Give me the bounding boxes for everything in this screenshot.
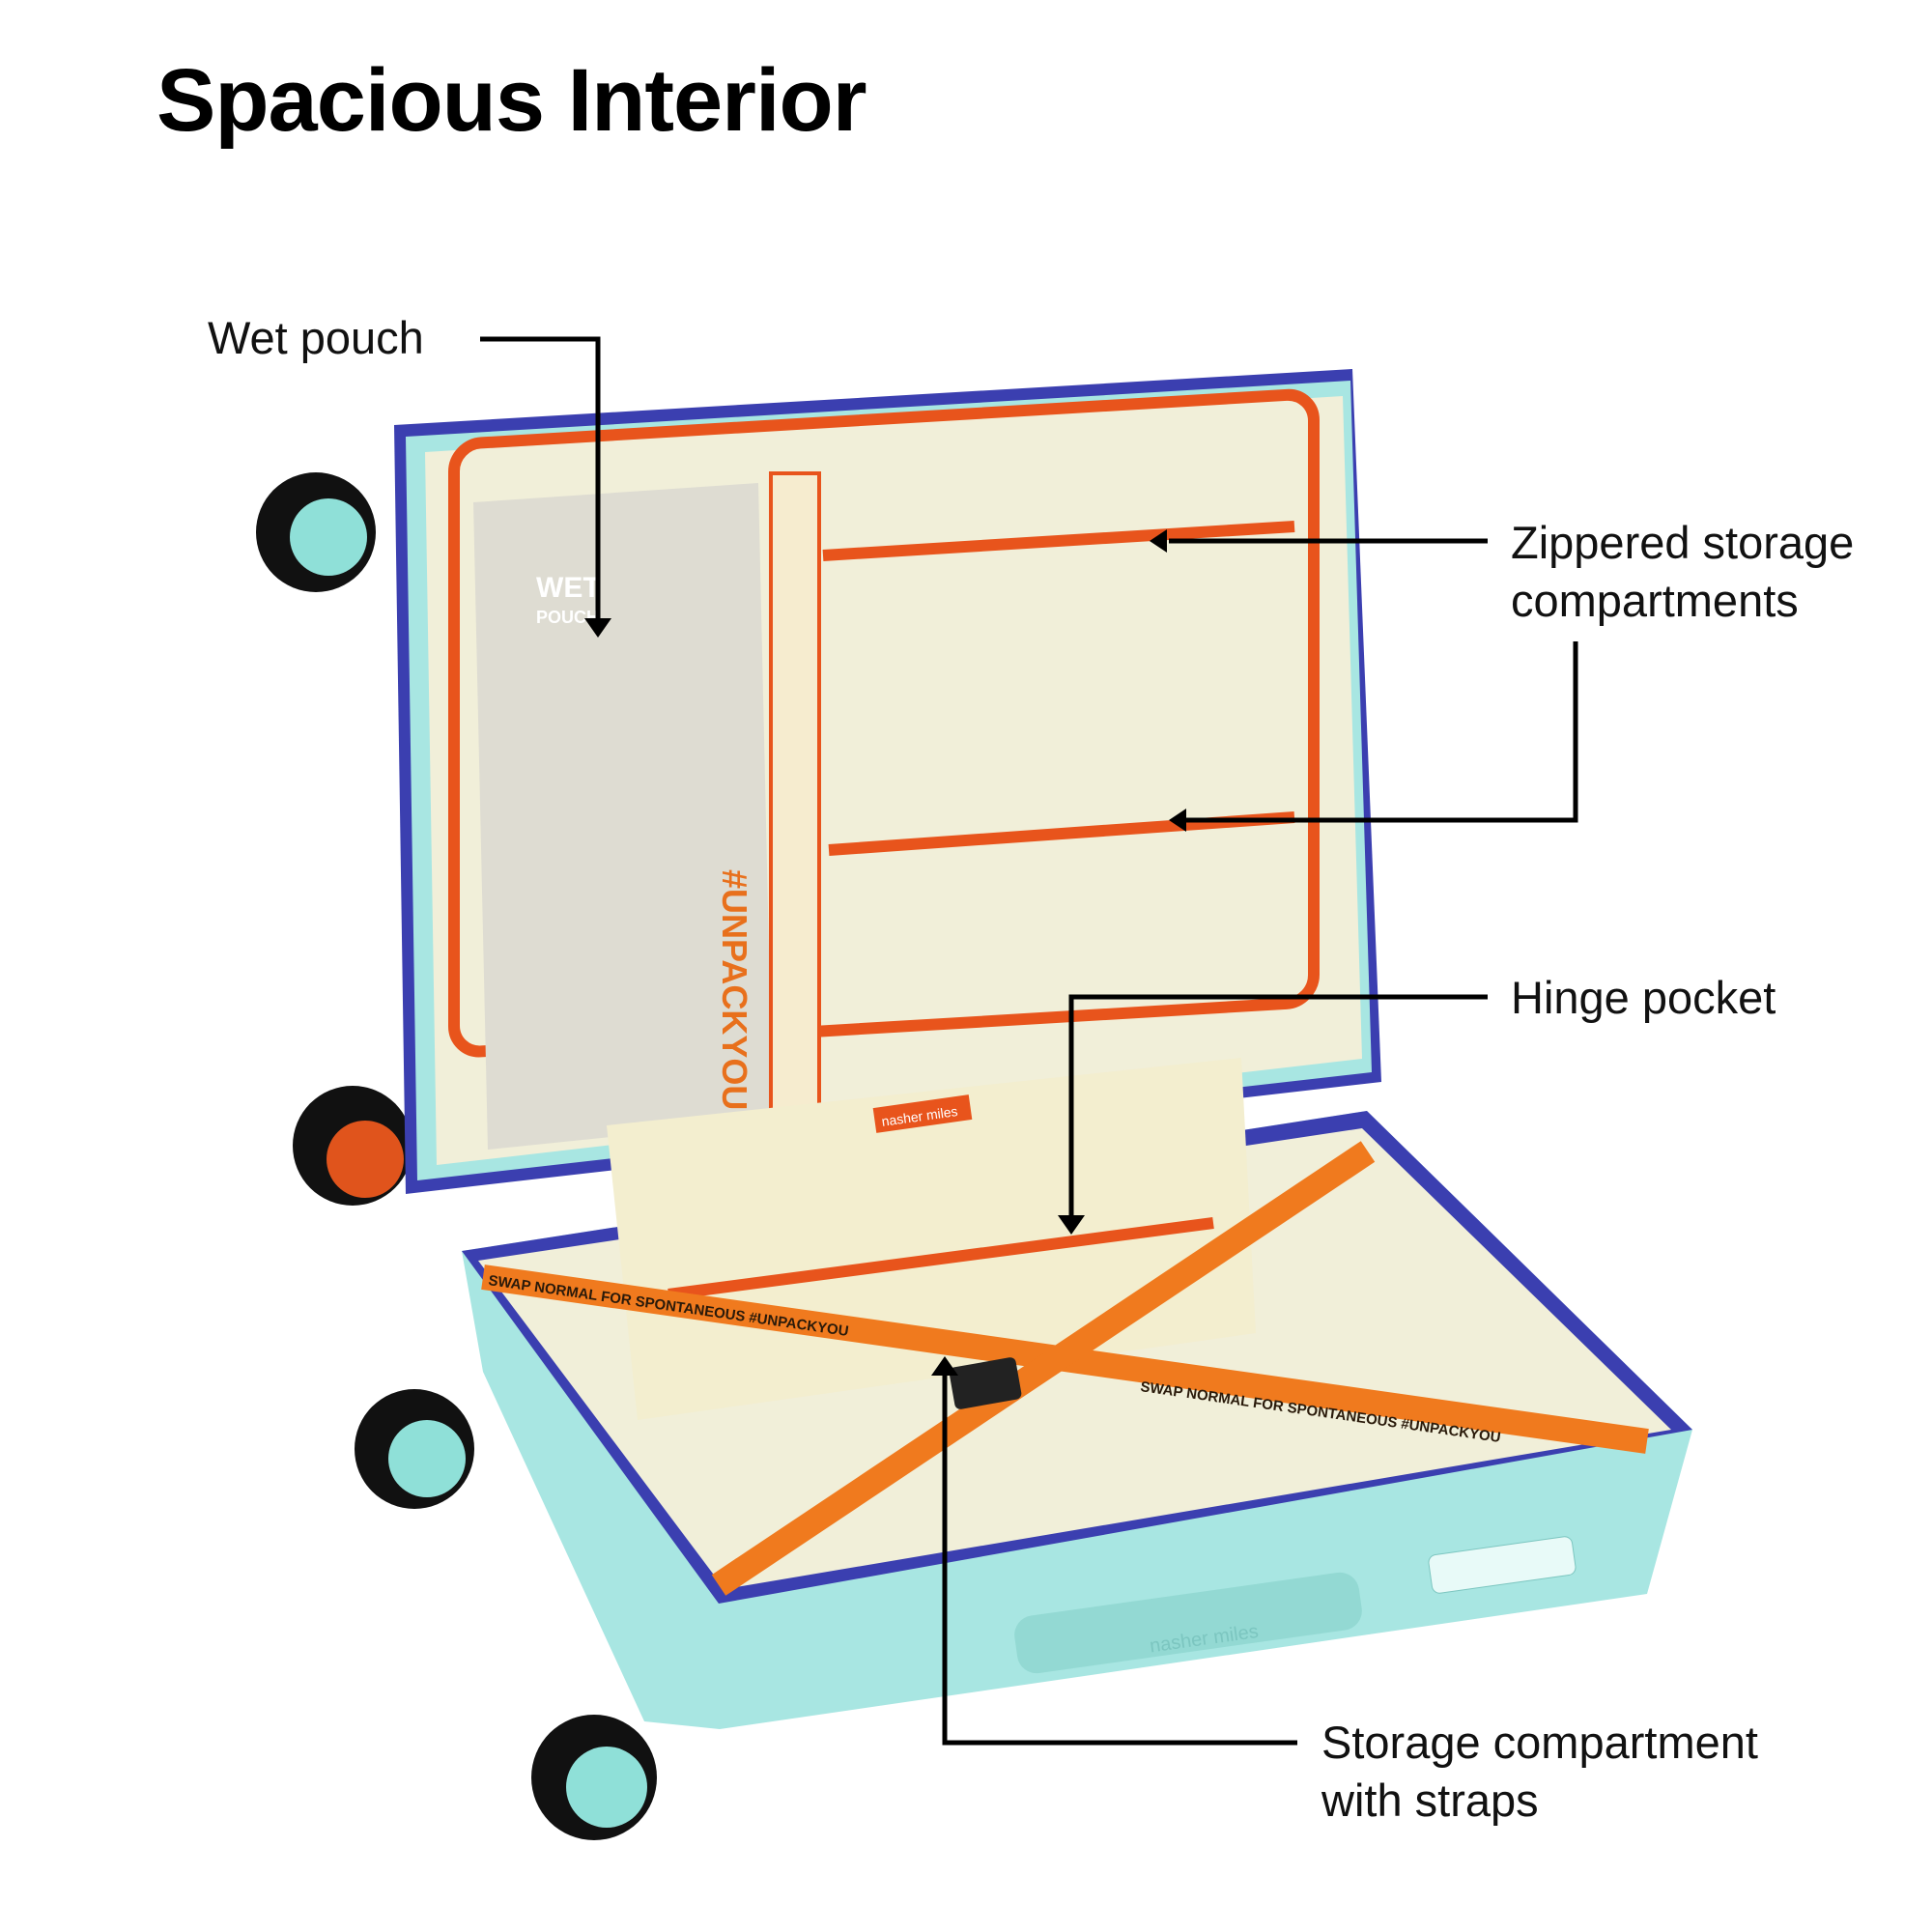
wet-pouch-tag: POUCH — [536, 608, 599, 627]
callout-line-zippered-2 — [1186, 641, 1578, 823]
arrow-down-icon — [1058, 1215, 1085, 1235]
combination-lock — [1428, 1536, 1577, 1594]
callout-wet-pouch: Wet pouch — [208, 312, 424, 363]
wheel-icon — [531, 1715, 657, 1840]
page-title: Spacious Interior — [156, 51, 867, 150]
zipper — [822, 521, 1295, 561]
arrow-icons — [584, 529, 1186, 1376]
callout-line-storage — [942, 1372, 1297, 1746]
wheel-icon — [293, 1086, 412, 1206]
callout-hinge-pocket: Hinge pocket — [1511, 972, 1776, 1023]
arrow-left-icon — [1150, 529, 1167, 553]
callout-zippered-line1: Zippered storage — [1511, 517, 1855, 568]
callout-line-hinge — [1068, 994, 1488, 1219]
side-handle — [1014, 1572, 1362, 1674]
zipper — [668, 1217, 1214, 1300]
callout-lines — [480, 336, 1578, 1746]
wet-pouch — [473, 483, 773, 1150]
arrow-left-icon — [1169, 809, 1186, 832]
arrow-up-icon — [931, 1356, 958, 1376]
wet-pouch-tag: WET — [536, 572, 601, 604]
wheel-icon — [355, 1389, 474, 1509]
callout-storage-line2: with straps — [1321, 1775, 1539, 1826]
suitcase-lid: WET POUCH #UNPACKYOU — [394, 369, 1381, 1194]
hashtag-print: #UNPACKYOU — [715, 869, 754, 1110]
zipper — [828, 811, 1295, 856]
callout-line-wet-pouch — [480, 336, 601, 623]
wheel-icon — [256, 472, 376, 592]
strap-buckle-icon — [949, 1357, 1022, 1409]
callout-storage-line1: Storage compartment — [1321, 1717, 1758, 1768]
arrow-down-icon — [584, 618, 611, 638]
callout-zippered-line2: compartments — [1511, 575, 1799, 626]
